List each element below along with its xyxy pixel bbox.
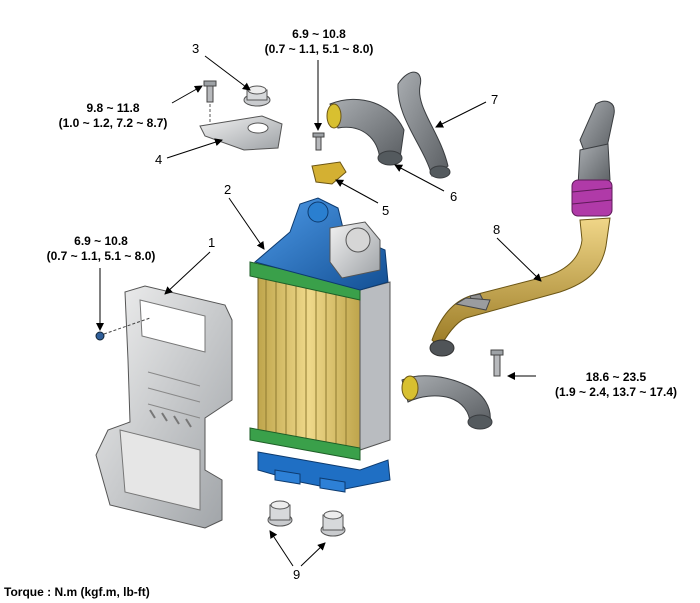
torque-kgf-lbft: (0.7 ~ 1.1, 5.1 ~ 8.0) bbox=[46, 249, 156, 263]
outlet-hose bbox=[401, 375, 493, 430]
boost-sensor bbox=[311, 132, 347, 185]
torque-kgf-lbft: (1.0 ~ 1.2, 7.2 ~ 8.7) bbox=[58, 116, 168, 130]
callout-2: 2 bbox=[224, 182, 232, 197]
torque-nm: 18.6 ~ 23.5 bbox=[585, 370, 647, 384]
mounting-bracket bbox=[199, 115, 283, 151]
torque-nm: 9.8 ~ 11.8 bbox=[86, 101, 140, 115]
torque-kgf-lbft: (1.9 ~ 2.4, 13.7 ~ 17.4) bbox=[554, 385, 678, 399]
bracket-bolt bbox=[203, 80, 217, 124]
callout-9: 9 bbox=[293, 567, 301, 582]
intercooler-core bbox=[249, 261, 391, 461]
callout-1: 1 bbox=[208, 235, 216, 250]
callout-5: 5 bbox=[382, 203, 390, 218]
lower-mount-grommets bbox=[267, 500, 346, 537]
intake-hose-long bbox=[397, 71, 451, 179]
callout-7: 7 bbox=[491, 92, 499, 107]
pipe-bolt bbox=[490, 349, 504, 377]
torque-unit-legend: Torque : N.m (kgf.m, lb-ft) bbox=[4, 585, 150, 599]
torque-spec-sensor-bolt: 6.9 ~ 10.8 (0.7 ~ 1.1, 5.1 ~ 8.0) bbox=[254, 27, 384, 57]
mounting-grommet bbox=[243, 85, 271, 107]
intercooler-lower-tank bbox=[257, 451, 391, 493]
callout-6: 6 bbox=[450, 189, 458, 204]
boost-valve-housing bbox=[329, 221, 381, 279]
leader-lines bbox=[96, 55, 542, 567]
outlet-pipe bbox=[429, 100, 615, 357]
core-fins bbox=[265, 272, 347, 449]
torque-spec-duct-bolt: 6.9 ~ 10.8 (0.7 ~ 1.1, 5.1 ~ 8.0) bbox=[36, 234, 166, 264]
torque-kgf-lbft: (0.7 ~ 1.1, 5.1 ~ 8.0) bbox=[264, 42, 374, 56]
callout-4: 4 bbox=[155, 152, 163, 167]
torque-nm: 6.9 ~ 10.8 bbox=[74, 234, 128, 248]
duct-bolt bbox=[95, 317, 151, 341]
torque-spec-pipe-bolt: 18.6 ~ 23.5 (1.9 ~ 2.4, 13.7 ~ 17.4) bbox=[536, 370, 696, 400]
callout-3: 3 bbox=[192, 41, 200, 56]
torque-nm: 6.9 ~ 10.8 bbox=[292, 27, 346, 41]
air-guide-duct bbox=[95, 285, 233, 529]
torque-spec-bracket-bolt: 9.8 ~ 11.8 (1.0 ~ 1.2, 7.2 ~ 8.7) bbox=[48, 101, 178, 131]
callout-8: 8 bbox=[493, 222, 501, 237]
intake-hose-short bbox=[326, 98, 405, 166]
